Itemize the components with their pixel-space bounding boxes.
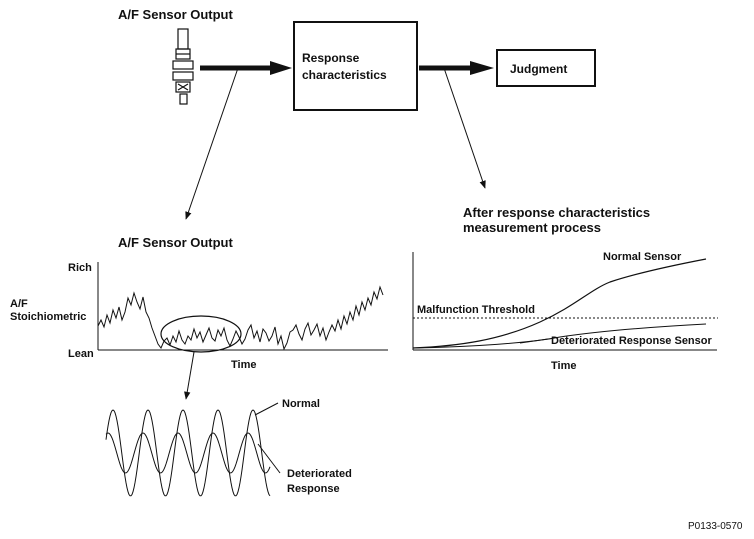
deteriorated-sensor-leader	[519, 338, 549, 344]
y-label-af: A/F	[10, 298, 28, 310]
wave-comparison	[105, 409, 271, 497]
arrow-to-waves	[184, 351, 195, 400]
y-label-rich: Rich	[68, 262, 92, 274]
left-x-label-time: Time	[231, 359, 256, 371]
deteriorated-label-line1: Deteriorated	[287, 468, 352, 480]
deteriorated-leader-line	[257, 443, 281, 474]
normal-leader-line	[254, 402, 279, 416]
response-characteristics-box	[293, 21, 418, 111]
judgment-box	[496, 49, 596, 87]
right-graph-title-line2: measurement process	[463, 220, 601, 235]
left-graph-title: A/F Sensor Output	[118, 235, 234, 250]
af-sensor-signal-trace	[97, 285, 384, 351]
deteriorated-label-line2: Response	[287, 483, 340, 495]
thick-arrow-to-response	[200, 61, 292, 75]
figure-code: P0133-0570	[688, 521, 743, 532]
malfunction-threshold-label: Malfunction Threshold	[417, 304, 535, 316]
judgment-label: Judgment	[510, 62, 567, 76]
arrow-to-after-graph	[443, 67, 486, 189]
deteriorated-sensor-curve	[412, 323, 707, 349]
right-x-label-time: Time	[551, 360, 576, 372]
thick-arrow-to-judgment	[419, 61, 494, 75]
af-sensor-icon	[172, 28, 194, 105]
sensor-output-title: A/F Sensor Output	[118, 7, 234, 22]
normal-wave	[105, 409, 271, 497]
right-graph-title-line1: After response characteristics	[463, 205, 650, 220]
highlight-ellipse	[160, 315, 242, 353]
response-box-line2: characteristics	[302, 68, 387, 82]
arrow-to-sensor-graph	[185, 67, 239, 220]
normal-label: Normal	[282, 398, 320, 410]
deteriorated-response-wave	[105, 432, 271, 474]
y-label-stoichiometric: Stoichiometric	[10, 311, 86, 323]
response-box-line1: Response	[302, 51, 360, 65]
normal-sensor-curve	[412, 258, 707, 349]
normal-sensor-label: Normal Sensor	[603, 251, 682, 263]
deteriorated-sensor-label: Deteriorated Response Sensor	[551, 335, 712, 347]
y-label-lean: Lean	[68, 348, 94, 360]
